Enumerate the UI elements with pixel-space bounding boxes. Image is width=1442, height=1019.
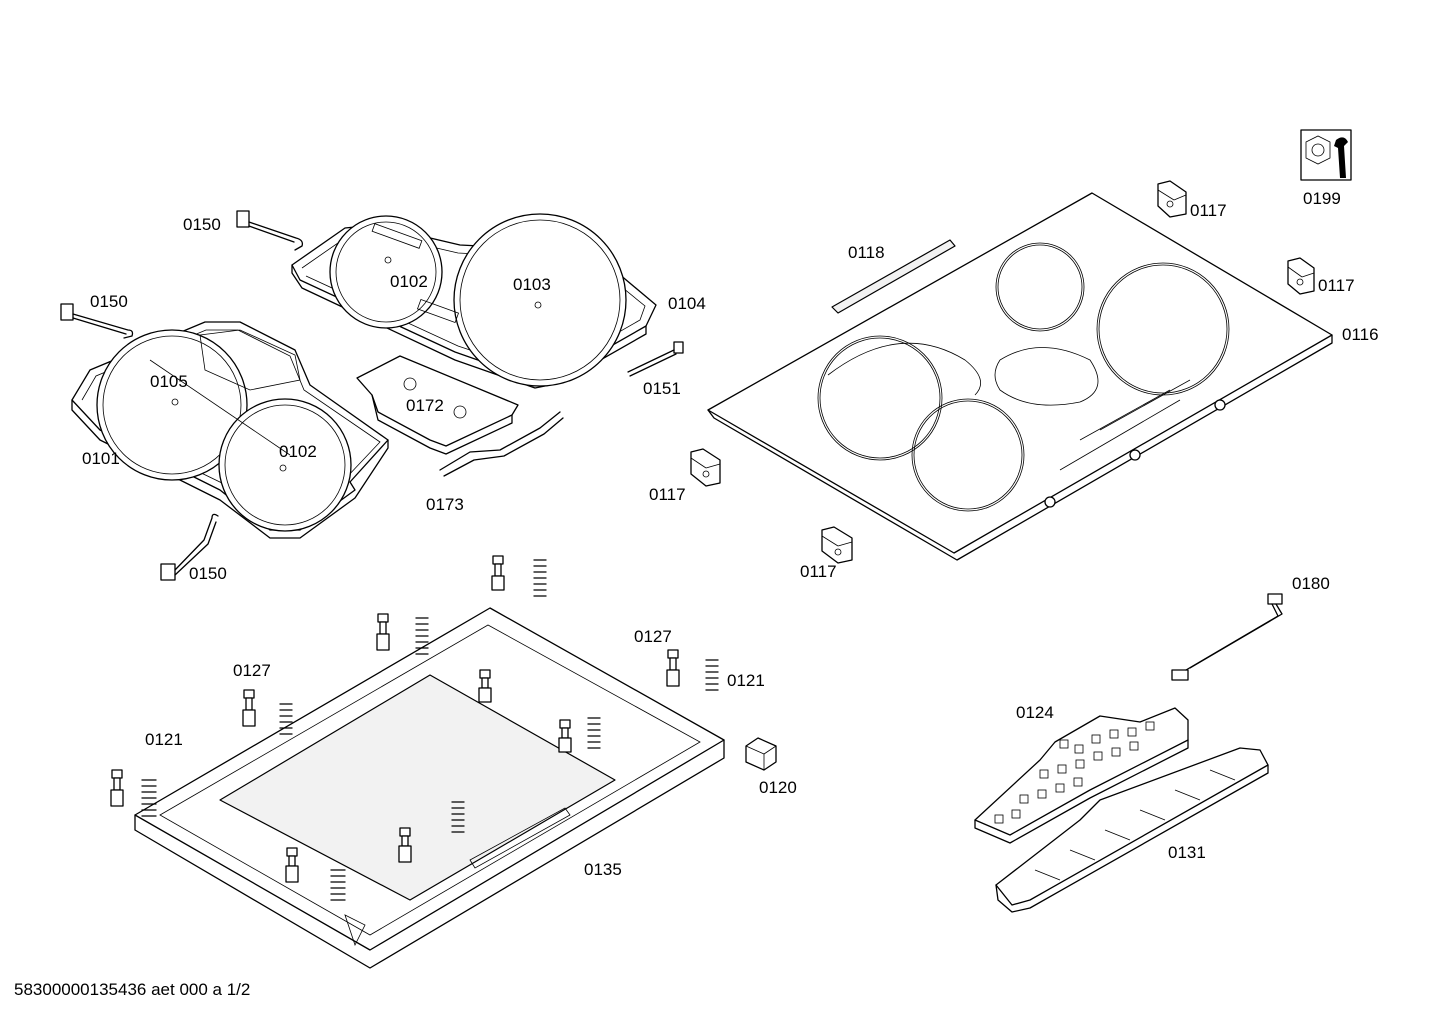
label-0150-a: 0150 [183, 215, 221, 234]
foot-0127-g [558, 719, 572, 753]
label-0180: 0180 [1292, 574, 1330, 593]
label-0105: 0105 [150, 372, 188, 391]
label-0102-a: 0102 [390, 272, 428, 291]
clamp-0117-c [690, 448, 721, 487]
spring-0121-h [330, 869, 346, 901]
ribbon-cable-0180 [1171, 593, 1283, 681]
foot-0127-e [110, 769, 124, 807]
foot-0127-b [376, 613, 390, 651]
label-0121-b: 0121 [145, 730, 183, 749]
label-0124: 0124 [1016, 703, 1054, 722]
label-0117-b: 0117 [1318, 276, 1355, 295]
foot-0127-f [478, 669, 492, 703]
service-wrench-icon [1300, 129, 1352, 181]
cable-0150-a [236, 210, 304, 251]
housing-0135 [134, 607, 725, 969]
spring-0121-f [587, 717, 601, 749]
label-0127-b: 0127 [233, 661, 271, 680]
spring-0121-b [415, 617, 429, 655]
sensor-0151 [627, 341, 684, 377]
foot-0127-c [666, 649, 680, 687]
callout-labels: 0150 0150 0150 0102 0102 0103 0104 0105 … [82, 189, 1379, 879]
label-0116: 0116 [1342, 325, 1379, 344]
foot-0127-a [491, 555, 505, 591]
label-0172: 0172 [406, 396, 444, 415]
glass-cooktop-0116 [707, 192, 1333, 561]
trim-strip-0118 [831, 239, 956, 314]
bracket-0173 [439, 411, 564, 477]
cable-0150-c [160, 513, 219, 581]
clip-0120 [745, 737, 777, 771]
label-0120: 0120 [759, 778, 797, 797]
label-0199: 0199 [1303, 189, 1341, 208]
induction-carrier-upper [291, 213, 657, 389]
foot-0127-h [398, 827, 412, 863]
label-0118: 0118 [848, 243, 885, 262]
label-0131: 0131 [1168, 843, 1206, 862]
housing-bar-0131 [995, 747, 1269, 913]
label-0150-b: 0150 [90, 292, 128, 311]
label-0151: 0151 [643, 379, 681, 398]
label-0117-a: 0117 [1190, 201, 1227, 220]
label-0150-c: 0150 [189, 564, 227, 583]
label-0117-d: 0117 [800, 562, 837, 581]
spring-0121-d [279, 703, 293, 735]
clamp-0117-a [1157, 180, 1187, 218]
spring-0121-a [533, 559, 547, 597]
label-0117-c: 0117 [649, 485, 686, 504]
clamp-0117-d [821, 526, 853, 564]
label-0173: 0173 [426, 495, 464, 514]
control-board-0124 [974, 707, 1189, 844]
label-0103: 0103 [513, 275, 551, 294]
drawing-reference-number: 58300000135436 aet 000 a 1/2 [14, 980, 251, 999]
spring-0121-c [705, 659, 719, 691]
cable-0150-b [60, 303, 134, 339]
label-0102-b: 0102 [279, 442, 317, 461]
spring-0121-g [451, 801, 465, 833]
shield-plate-0172 [356, 355, 519, 455]
foot-0127-d [242, 689, 256, 727]
label-0121-a: 0121 [727, 671, 765, 690]
label-0104: 0104 [668, 294, 706, 313]
spring-0121-e [141, 779, 157, 817]
clamp-0117-b [1287, 257, 1315, 295]
label-0101: 0101 [82, 449, 120, 468]
foot-0127-i [285, 847, 299, 883]
induction-carrier-lower [71, 321, 389, 539]
label-0135: 0135 [584, 860, 622, 879]
label-0127-a: 0127 [634, 627, 672, 646]
